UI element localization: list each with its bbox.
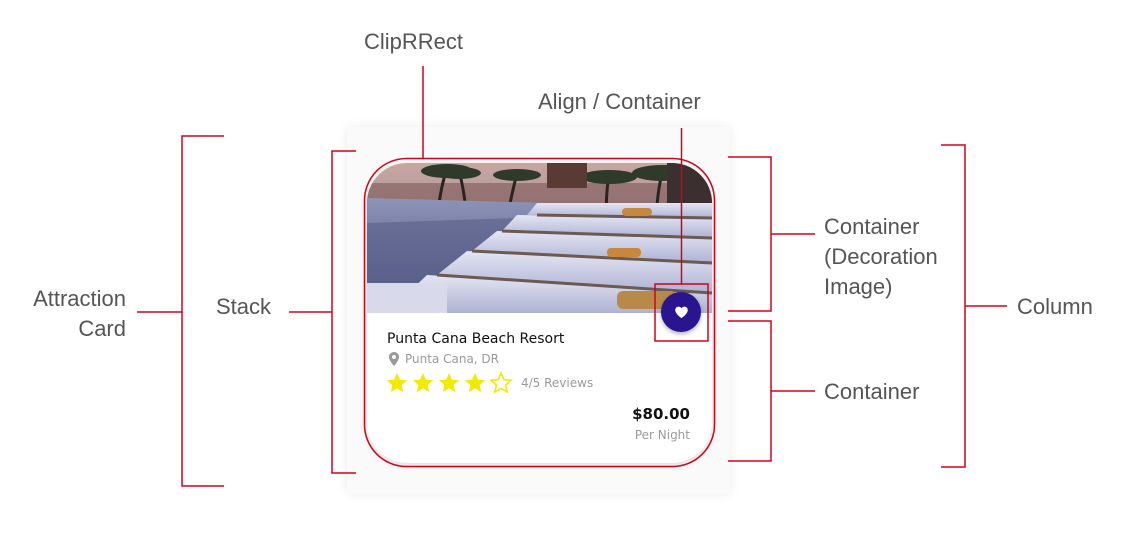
label-align-container: Align / Container — [538, 89, 701, 114]
heart-icon — [674, 306, 688, 318]
attraction-title: Punta Cana Beach Resort — [387, 331, 565, 347]
label-attraction-card-line1: Attraction — [33, 286, 126, 311]
label-container: Container — [824, 379, 920, 404]
attraction-location: Punta Cana, DR — [389, 352, 499, 366]
favorite-button[interactable] — [661, 292, 701, 332]
container-bracket — [728, 320, 772, 462]
price: $80.00 — [632, 405, 690, 423]
star-icon — [465, 373, 485, 392]
label-column: Column — [1017, 294, 1093, 319]
star-icon — [439, 373, 459, 392]
label-decoration-line3: Image) — [824, 274, 893, 299]
reviews-text: 4/5 Reviews — [521, 376, 594, 390]
star-outline-icon — [489, 371, 513, 394]
location-text: Punta Cana, DR — [405, 352, 500, 366]
column-bracket — [941, 144, 966, 468]
decoration-bracket — [728, 156, 772, 312]
location-pin-icon — [389, 352, 399, 366]
star-icon — [413, 373, 433, 392]
label-attraction-card-line2: Card — [78, 316, 126, 341]
label-cliprrect: ClipRRect — [364, 29, 464, 54]
label-decoration-line2: (Decoration — [824, 244, 938, 269]
label-decoration-line1: Container — [824, 214, 920, 239]
label-stack: Stack — [216, 294, 272, 319]
price-unit: Per Night — [634, 428, 690, 442]
star-icon — [387, 373, 407, 392]
star-rating: 4/5 Reviews — [385, 371, 593, 395]
resort-photo — [367, 163, 712, 313]
